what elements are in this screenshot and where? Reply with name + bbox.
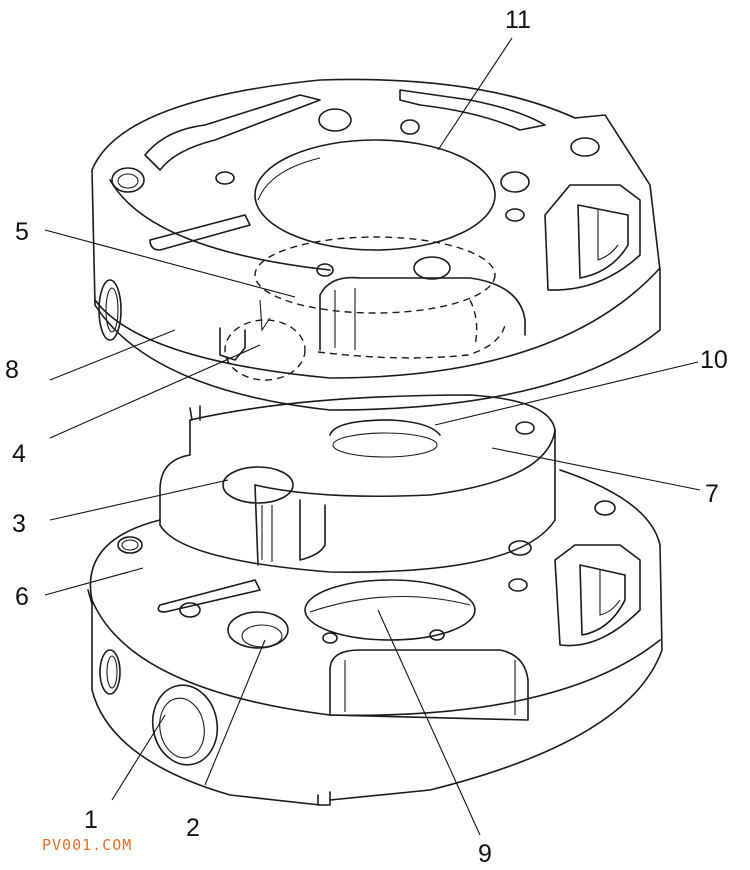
label-11: 11	[505, 6, 531, 34]
leader-3	[49, 479, 229, 521]
leader-4	[49, 344, 261, 439]
bottom-ring	[87, 469, 663, 806]
label-8: 8	[5, 356, 19, 384]
watermark-text: PV001.COM	[42, 836, 132, 854]
leader-1	[111, 714, 166, 801]
label-2: 2	[186, 814, 200, 842]
leader-8	[49, 329, 176, 381]
leader-5	[44, 229, 296, 298]
top-ring	[91, 78, 661, 421]
leader-6	[44, 567, 144, 596]
label-3: 3	[12, 510, 26, 538]
label-7: 7	[705, 480, 719, 508]
label-5: 5	[15, 218, 29, 246]
label-4: 4	[12, 440, 26, 468]
middle-disc	[159, 394, 556, 573]
label-6: 6	[15, 583, 29, 611]
label-10: 10	[700, 346, 728, 374]
hidden-lines	[224, 236, 506, 381]
leader-10	[434, 361, 699, 426]
leader-9	[377, 609, 481, 836]
leader-2	[204, 639, 266, 786]
leader-11	[437, 37, 513, 151]
label-9: 9	[478, 840, 492, 868]
leader-7	[491, 447, 701, 491]
leader-lines	[44, 37, 701, 836]
part-labels: 1 2 3 4 5 6 7 8 9 10 11	[5, 6, 728, 868]
label-1: 1	[84, 806, 98, 834]
